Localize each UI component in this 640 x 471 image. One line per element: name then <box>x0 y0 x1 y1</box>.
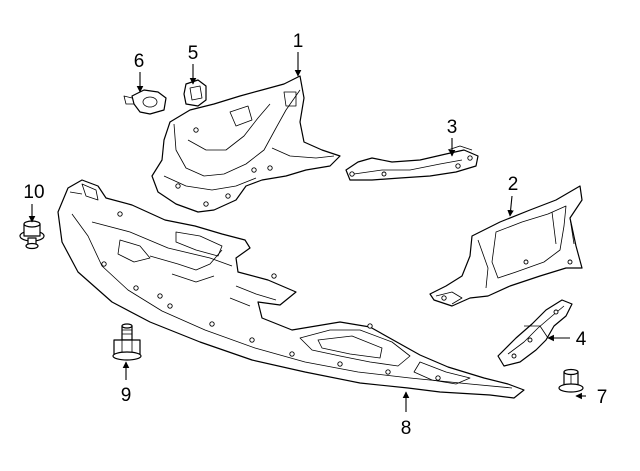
callout-3: 3 <box>447 117 458 138</box>
callout-5: 5 <box>188 43 199 64</box>
callout-4: 4 <box>576 329 587 350</box>
callout-7: 7 <box>597 387 608 408</box>
callout-2: 2 <box>508 174 519 195</box>
clip-part-5 <box>183 79 207 107</box>
callout-8: 8 <box>401 418 412 439</box>
callout-6: 6 <box>134 51 145 72</box>
callout-9: 9 <box>121 385 132 406</box>
push-pin-part-10 <box>19 220 45 250</box>
callout-10: 10 <box>23 182 44 203</box>
bracket-part-4 <box>497 299 573 367</box>
splash-shield-part-8 <box>57 179 525 399</box>
bolt-part-9 <box>112 323 142 361</box>
side-panel-part-2 <box>429 185 583 307</box>
callout-1: 1 <box>293 31 304 52</box>
nut-part-7 <box>558 368 584 393</box>
leader-lines <box>28 52 586 412</box>
retainer-part-6 <box>123 89 167 115</box>
bracket-part-3 <box>345 145 479 181</box>
splash-panel-part-1 <box>151 75 341 213</box>
